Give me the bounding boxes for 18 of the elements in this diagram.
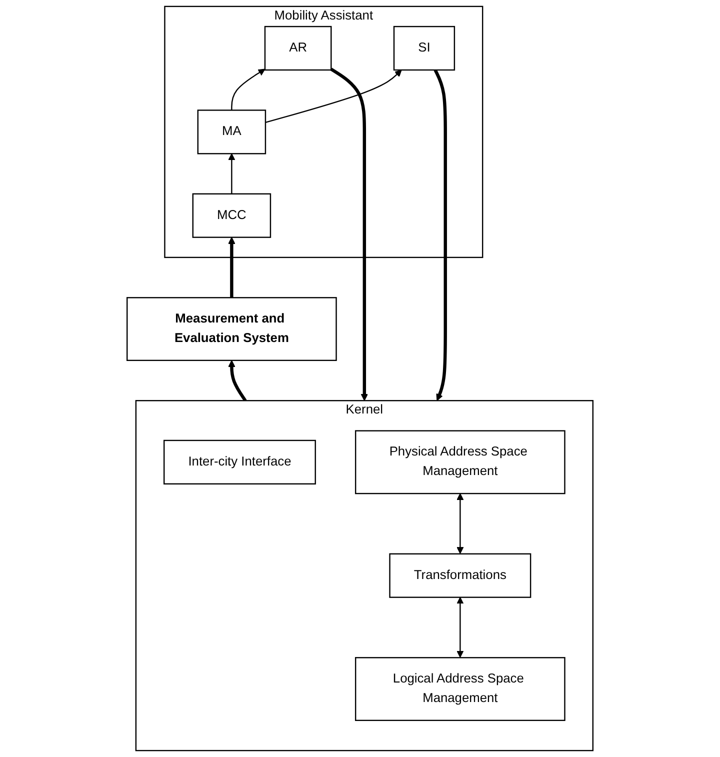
node-box: Physical Address Space Management <box>354 430 566 494</box>
arrow <box>228 237 236 298</box>
arrow <box>434 69 447 401</box>
node-box: AR <box>264 26 332 71</box>
node-box: Logical Address Space Management <box>354 657 566 721</box>
node-box: Transformations <box>389 553 532 598</box>
arrow <box>265 70 402 124</box>
arrow <box>456 493 464 554</box>
arrow <box>456 597 464 658</box>
arrow <box>231 68 266 110</box>
node-box: MCC <box>192 193 272 238</box>
arrow <box>228 360 247 402</box>
node-box: SI <box>393 26 456 71</box>
node-box: MA <box>197 110 266 154</box>
arrow <box>330 68 368 401</box>
node-box: Measurement and Evaluation System <box>126 297 337 361</box>
node-box: Inter-city Interface <box>163 440 316 484</box>
arrow <box>228 153 236 194</box>
